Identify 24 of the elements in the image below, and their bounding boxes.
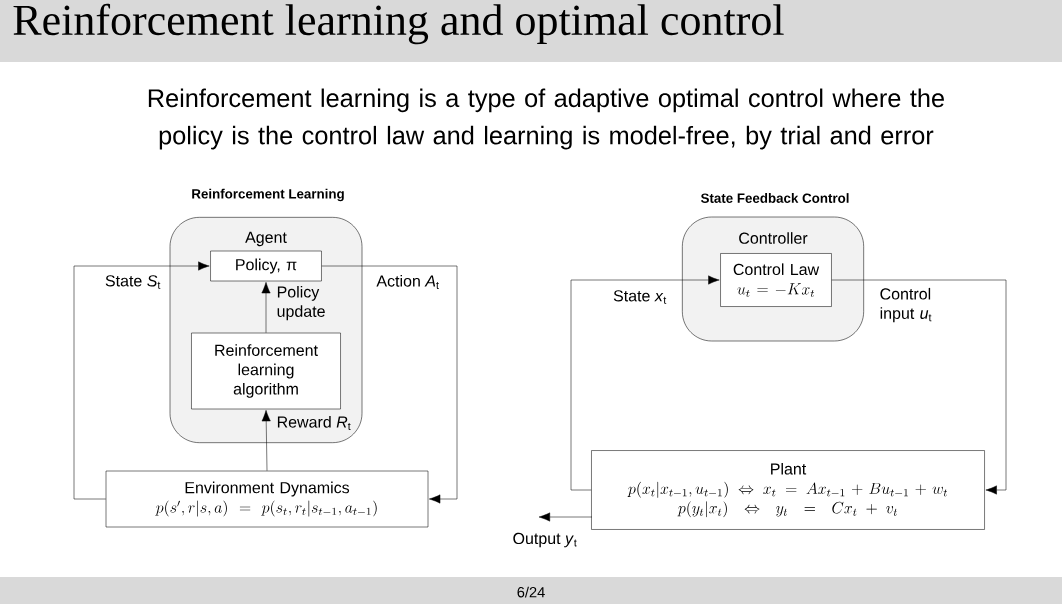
- arrow: [321, 265, 458, 504]
- algorithm-box: Reinforcement learning algorithm: [191, 332, 341, 410]
- subtitle: Reinforcement learning is a type of adaptive optimal control where the policy is the control law and learning is model-free, by trial and error: [148, 88, 944, 150]
- arrow: [261, 282, 271, 333]
- arrow: [73, 261, 210, 500]
- edge-label: State S$_{t}$: [105, 275, 161, 289]
- environment-box: Environment Dynamics $p(s',r|s,a) = p(s_t,r_t|s_{t-1},a_{t-1})$: [105, 470, 429, 528]
- edge-label: Control input u$_{t}$: [880, 287, 932, 323]
- plant-box: Plant $p(x_t|x_{t-1},u_{t-1}) \Leftrightarrow x_t = Ax_{t-1} + Bu_{t-1} + w_t$ $p(y_t|x_t) \Leftrightarrow y_t = Cx_t + v_t$: [591, 450, 985, 530]
- edge-label: Policy update: [277, 285, 325, 321]
- page-number: 6/24: [517, 586, 545, 598]
- policy-box: Policy, π: [210, 250, 322, 282]
- panel-heading: Reinforcement Learning: [192, 188, 344, 202]
- arrow: [570, 275, 720, 491]
- arrow: [261, 410, 271, 471]
- control-law-box: Control Law $u_t = -Kx_t$: [720, 253, 832, 307]
- slide-title: Reinforcement learning and optimal control: [13, 3, 784, 45]
- arrow: [538, 512, 593, 522]
- arrow: [831, 279, 1007, 495]
- edge-label: Reward R$_{t}$: [277, 416, 351, 431]
- edge-label: Action A$_{t}$: [376, 274, 439, 290]
- edge-label: State x$_{t}$: [613, 290, 667, 304]
- edge-label: Output y$_{t}$: [513, 532, 577, 548]
- panel-heading: State Feedback Control: [700, 193, 849, 203]
